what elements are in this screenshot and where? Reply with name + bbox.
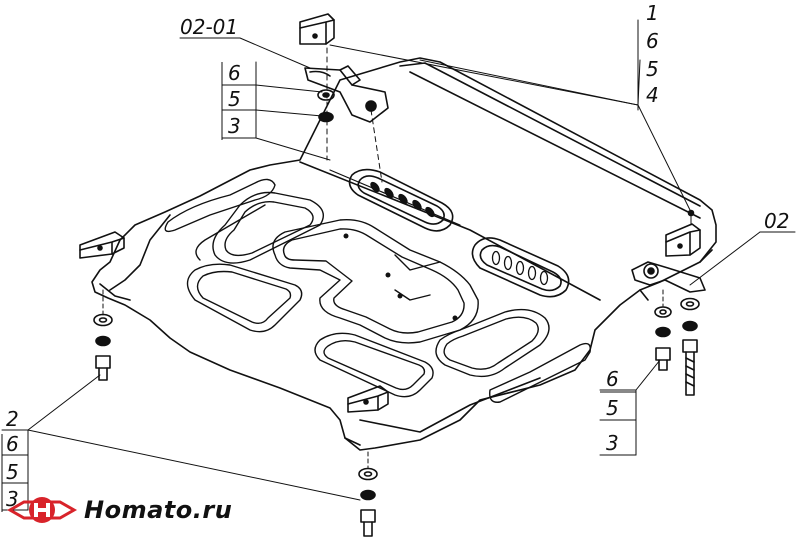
label-02-01: 02-01: [180, 15, 238, 39]
embossed-ribs: [164, 178, 591, 403]
label-left-6: 6: [228, 61, 241, 85]
brand-name: Homato.ru: [84, 496, 233, 524]
washer: [358, 467, 378, 481]
skid-plate-outline: [91, 57, 717, 451]
skid-plate-bottom-lip: [344, 377, 541, 446]
label-right-6: 6: [606, 367, 619, 391]
washer: [317, 89, 335, 101]
label-right-5: 5: [606, 396, 619, 420]
label-bl-5: 5: [6, 460, 19, 484]
skid-plate-left-lip: [99, 214, 171, 301]
skid-plate-top-fold: [299, 62, 701, 301]
label-02: 02: [764, 209, 789, 233]
clip-bottom: [347, 385, 389, 413]
brand-watermark: Homato.ru: [6, 490, 232, 530]
washer: [93, 313, 113, 327]
label-tr-6: 6: [646, 29, 659, 53]
clip-right: [665, 223, 701, 257]
plate-holes: [343, 233, 458, 321]
label-right-3: 3: [606, 431, 619, 455]
clip-left: [79, 231, 125, 259]
label-tr-4: 4: [646, 83, 659, 107]
leader-lines: [1, 19, 796, 511]
label-bl-6: 6: [6, 432, 19, 456]
homato-logo-icon: [6, 497, 78, 523]
label-left-3: 3: [228, 114, 241, 138]
clip-top-left: [299, 13, 335, 45]
vent-lower: [471, 237, 570, 298]
label-bl-3: 3: [6, 487, 19, 511]
bracket-02: [631, 261, 706, 293]
label-left-5: 5: [228, 87, 241, 111]
label-tr-1: 1: [646, 1, 659, 25]
vent-upper: [348, 168, 454, 232]
washer: [680, 297, 700, 311]
label-tr-5: 5: [646, 57, 659, 81]
label-bl-2: 2: [6, 407, 19, 431]
